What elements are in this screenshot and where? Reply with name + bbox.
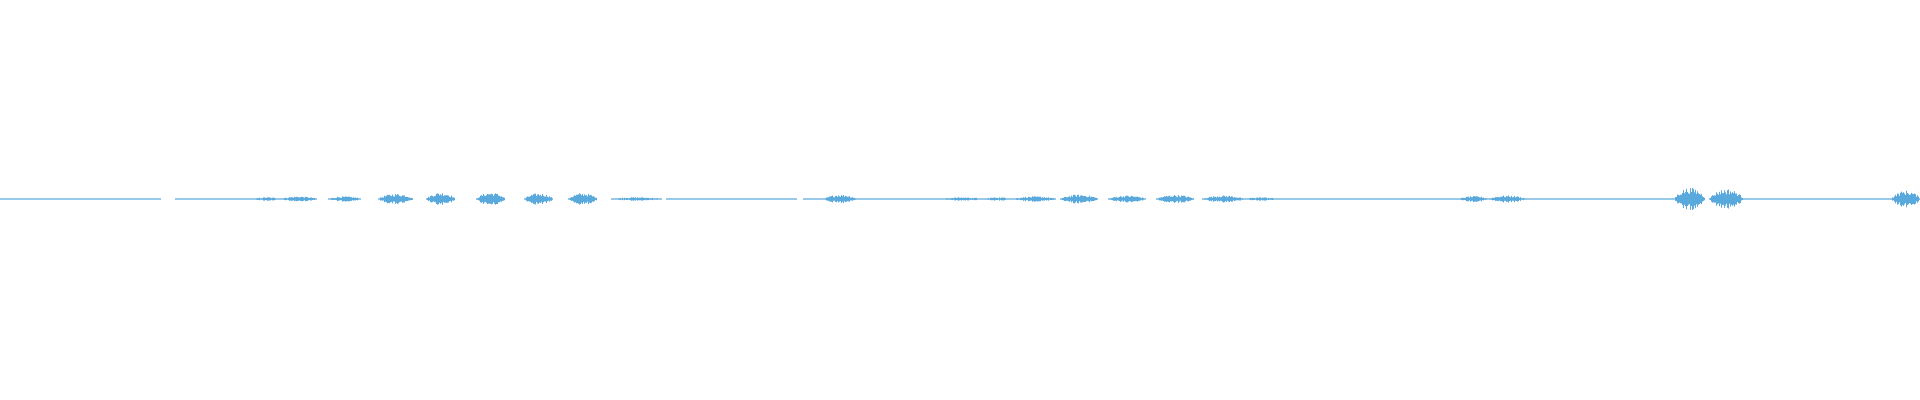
waveform-segment bbox=[1743, 198, 1891, 200]
waveform-path bbox=[1012, 196, 1056, 202]
waveform-segment bbox=[941, 197, 983, 201]
waveform-segment bbox=[280, 196, 317, 202]
waveform-segment bbox=[524, 193, 553, 205]
waveform-path bbox=[524, 193, 553, 205]
waveform-path bbox=[803, 198, 824, 200]
waveform-segment bbox=[328, 196, 361, 202]
waveform-segment bbox=[824, 195, 856, 203]
waveform-path bbox=[1459, 196, 1488, 202]
waveform-segment bbox=[378, 194, 413, 204]
waveform-segment bbox=[1277, 198, 1459, 200]
waveform-path bbox=[856, 198, 941, 200]
waveform-segment bbox=[1244, 197, 1277, 201]
waveform-segment bbox=[175, 198, 253, 200]
waveform-segment bbox=[983, 197, 1012, 201]
waveform-segment bbox=[803, 198, 824, 200]
waveform-path bbox=[426, 193, 455, 205]
waveform-segment bbox=[253, 197, 280, 201]
waveform-segment bbox=[568, 193, 597, 205]
waveform-segment bbox=[1108, 195, 1146, 203]
waveform-segment bbox=[666, 198, 797, 200]
waveform-segment bbox=[476, 193, 505, 205]
waveform-segment bbox=[1891, 190, 1920, 208]
waveform-path bbox=[378, 194, 413, 204]
waveform-path bbox=[175, 198, 253, 200]
waveform-path bbox=[253, 197, 280, 201]
waveform-segment bbox=[1459, 196, 1488, 202]
waveform-segment bbox=[1488, 195, 1526, 203]
waveform-path bbox=[611, 197, 662, 201]
waveform-path bbox=[666, 198, 797, 200]
waveform-path bbox=[1277, 198, 1459, 200]
waveform-path bbox=[1526, 198, 1674, 200]
waveform-segment bbox=[856, 198, 941, 200]
waveform-segment bbox=[1526, 198, 1674, 200]
waveform-segment bbox=[1156, 195, 1194, 203]
waveform-path bbox=[0, 198, 161, 200]
waveform-path bbox=[280, 196, 317, 202]
waveform-path bbox=[328, 196, 361, 202]
waveform-segment bbox=[611, 197, 662, 201]
waveform-path bbox=[1743, 198, 1891, 200]
waveform-path bbox=[1674, 188, 1705, 210]
waveform-segment bbox=[1202, 195, 1244, 203]
waveform-path bbox=[1202, 195, 1244, 203]
waveform-path bbox=[1244, 197, 1277, 201]
waveform-path bbox=[1108, 195, 1146, 203]
waveform-path bbox=[1488, 195, 1526, 203]
waveform-path bbox=[1156, 195, 1194, 203]
waveform-path bbox=[568, 193, 597, 205]
waveform-path bbox=[1060, 194, 1098, 204]
waveform-path bbox=[476, 193, 505, 205]
waveform-segment bbox=[1060, 194, 1098, 204]
waveform-segment bbox=[0, 198, 161, 200]
waveform-segment bbox=[1012, 196, 1056, 202]
waveform-path bbox=[1709, 189, 1743, 209]
waveform-path bbox=[1891, 190, 1920, 208]
waveform-segment bbox=[426, 193, 455, 205]
waveform-segment bbox=[1709, 189, 1743, 209]
waveform-path bbox=[824, 195, 856, 203]
waveform-segment bbox=[1674, 188, 1705, 210]
waveform-path bbox=[941, 197, 983, 201]
waveform-path bbox=[983, 197, 1012, 201]
